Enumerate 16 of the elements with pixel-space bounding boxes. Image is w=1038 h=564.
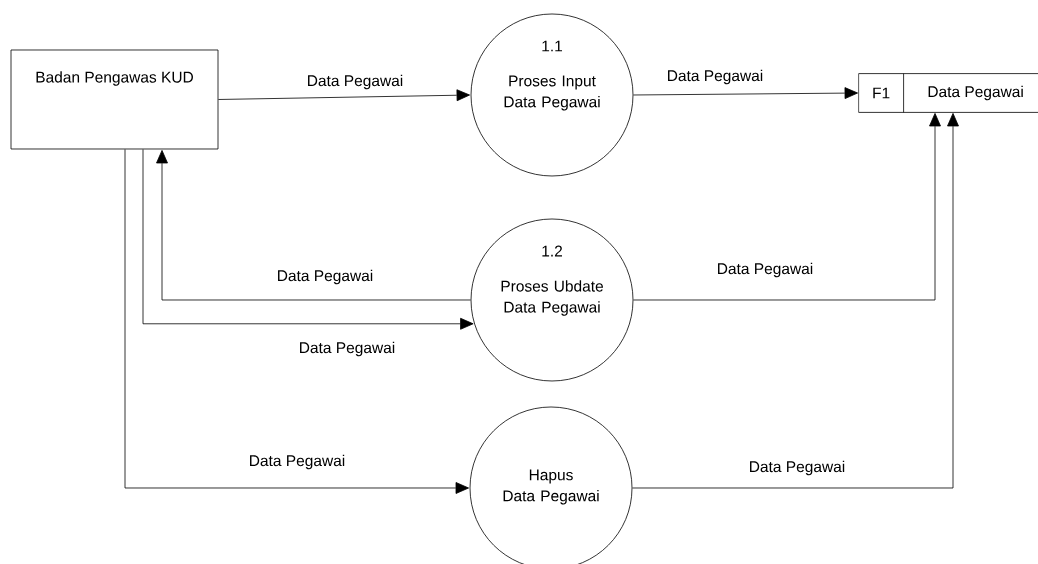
edge-label: Data Pegawai xyxy=(297,340,397,358)
edge-label: Data Pegawai xyxy=(247,453,347,471)
edge-label: Data Pegawai xyxy=(747,459,847,477)
edge-label: Data Pegawai xyxy=(275,268,375,286)
arrow xyxy=(633,113,941,301)
arrow xyxy=(633,87,858,99)
edge-label: Data Pegawai xyxy=(305,73,405,91)
arrow xyxy=(632,113,959,489)
data-store: F1 Data Pegawai xyxy=(858,73,1038,113)
arrow xyxy=(124,149,469,494)
arrow xyxy=(218,89,470,102)
arrow xyxy=(156,150,471,301)
arrow xyxy=(142,149,474,330)
edge-label: Data Pegawai xyxy=(665,68,765,86)
edge-label: Data Pegawai xyxy=(715,261,815,279)
entity-box: Badan Pengawas KUD xyxy=(10,49,219,150)
